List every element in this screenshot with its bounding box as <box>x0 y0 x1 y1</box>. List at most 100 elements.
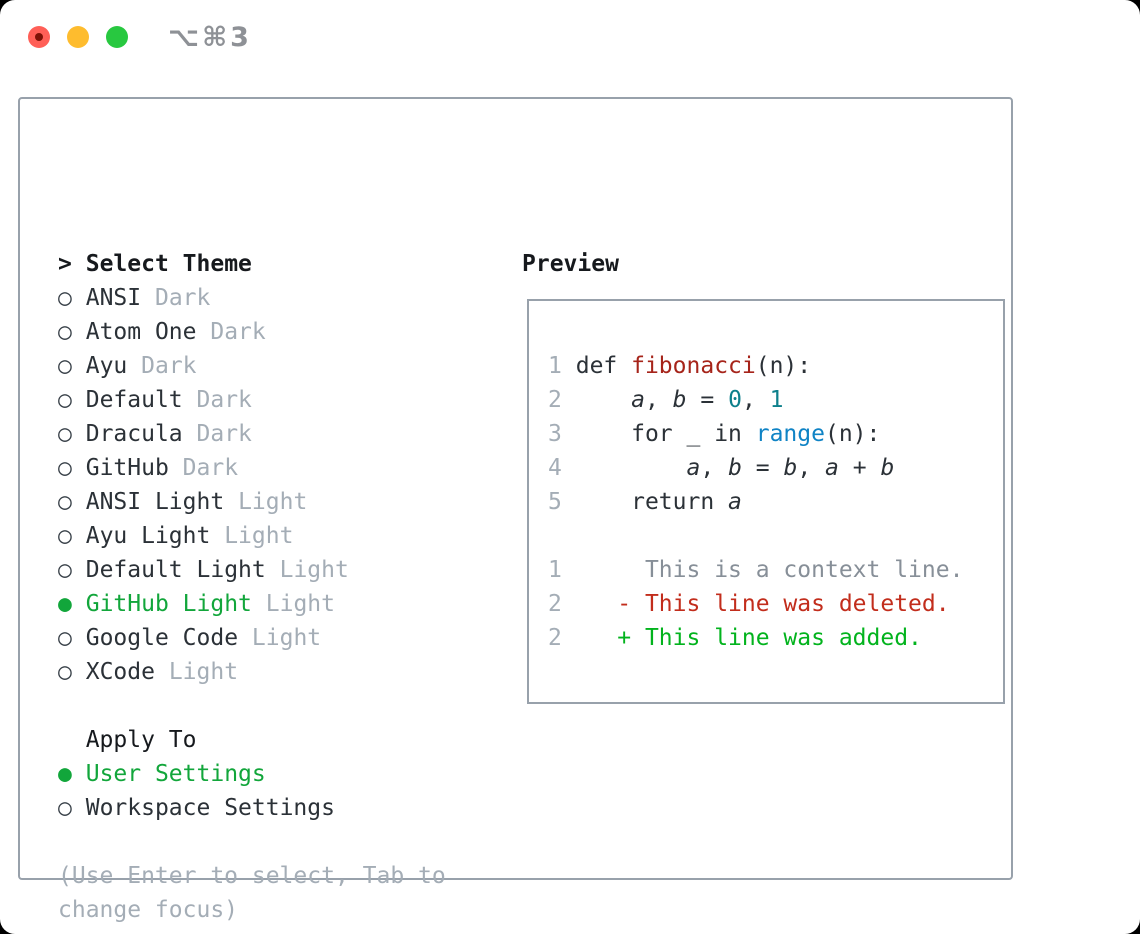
theme-item-label: Ayu <box>85 353 128 379</box>
theme-variant-tag: Light <box>265 591 335 617</box>
diff-added-line: 2 + This line was added. <box>548 621 1003 655</box>
theme-variant-tag: Light <box>251 625 322 651</box>
titlebar: ⌥⌘3 <box>28 22 252 53</box>
theme-picker-panel: > Select Theme ○ ANSI Dark○ Atom One Dar… <box>18 97 1013 923</box>
code-segment-plain <box>576 455 687 481</box>
theme-item-ansi-light[interactable]: ○ ANSI Light Light <box>58 485 446 519</box>
code-segment-function: fibonacci <box>631 353 756 379</box>
radio-unselected-icon: ○ <box>58 455 72 481</box>
radio-unselected-icon: ○ <box>58 489 72 515</box>
close-button-icon[interactable] <box>28 26 50 48</box>
theme-list: ○ ANSI Dark○ Atom One Dark○ Ayu Dark○ De… <box>58 281 446 689</box>
radio-unselected-icon: ○ <box>58 353 72 379</box>
line-number: 2 <box>548 625 562 651</box>
theme-variant-tag: Light <box>168 659 239 685</box>
theme-item-ayu-light[interactable]: ○ Ayu Light Light <box>58 519 446 553</box>
theme-variant-tag: Light <box>279 557 349 583</box>
theme-item-label: Dracula <box>85 421 183 447</box>
theme-variant-tag: Dark <box>210 319 266 345</box>
theme-item-label: Default Light <box>85 557 266 583</box>
line-number: 2 <box>548 591 562 617</box>
section-gap <box>58 825 446 859</box>
theme-variant-tag: Dark <box>196 421 252 447</box>
select-theme-header: > Select Theme <box>58 247 446 281</box>
theme-item-label: ANSI Light <box>85 489 225 515</box>
theme-variant-tag: Light <box>238 489 308 515</box>
code-segment-builtin: range <box>755 421 825 447</box>
theme-item-default-light[interactable]: ○ Default Light Light <box>58 553 446 587</box>
radio-unselected-icon: ○ <box>58 387 72 413</box>
code-segment-plain: , <box>700 455 729 481</box>
line-number: 1 <box>548 353 562 379</box>
apply-to-option-user-settings[interactable]: ● User Settings <box>58 757 446 791</box>
apply-to-header-label: Apply To <box>85 727 197 753</box>
theme-item-label: GitHub <box>85 455 169 481</box>
code-segment-plain <box>576 591 618 617</box>
zoom-button-icon[interactable] <box>106 26 128 48</box>
theme-variant-tag: Dark <box>141 353 197 379</box>
code-segment-variable: a <box>686 455 701 481</box>
hint-line-1: (Use Enter to select, Tab to <box>58 863 446 889</box>
code-segment-plain: for _ in <box>575 421 756 447</box>
theme-item-ansi[interactable]: ○ ANSI Dark <box>58 281 446 315</box>
code-segment-plain: = <box>686 387 729 413</box>
preview-header: Preview <box>522 251 619 277</box>
code-segment-plain: (n): <box>755 353 812 379</box>
theme-item-github[interactable]: ○ GitHub Dark <box>58 451 446 485</box>
prompt-chevron-icon: > <box>58 251 72 277</box>
code-segment-variable: b <box>728 455 742 481</box>
radio-unselected-icon: ○ <box>58 523 72 549</box>
apply-to-option-label: User Settings <box>85 761 266 787</box>
blank-line <box>548 519 1003 553</box>
theme-item-default[interactable]: ○ Default Dark <box>58 383 446 417</box>
theme-item-label: GitHub Light <box>85 591 252 617</box>
code-segment-plain: return <box>575 489 729 515</box>
code-segment-plain: def <box>575 353 632 379</box>
code-line: 1 def fibonacci(n): <box>548 349 1003 383</box>
code-segment-plain: , <box>797 455 826 481</box>
radio-unselected-icon: ○ <box>58 557 72 583</box>
code-line: 5 return a <box>548 485 1003 519</box>
radio-unselected-icon: ○ <box>58 795 72 821</box>
code-segment-variable: a <box>825 455 839 481</box>
line-number: 1 <box>548 557 562 583</box>
line-number: 4 <box>548 455 562 481</box>
theme-picker-left-column: > Select Theme ○ ANSI Dark○ Atom One Dar… <box>58 247 446 927</box>
code-segment-context: This is a context line. <box>575 557 964 583</box>
theme-item-github-light[interactable]: ● GitHub Light Light <box>58 587 446 621</box>
apply-to-header: Apply To <box>58 723 446 757</box>
line-number: 2 <box>548 387 562 413</box>
apply-to-option-label: Workspace Settings <box>85 795 335 821</box>
code-segment-plain: , <box>644 387 673 413</box>
minimize-button-icon[interactable] <box>67 26 89 48</box>
code-segment-number: 0 <box>728 387 742 413</box>
code-segment-plain <box>576 625 618 651</box>
radio-unselected-icon: ○ <box>58 421 72 447</box>
code-segment-plain: , <box>741 387 770 413</box>
theme-variant-tag: Dark <box>196 387 252 413</box>
window-title: ⌥⌘3 <box>168 21 252 53</box>
radio-unselected-icon: ○ <box>58 625 72 651</box>
code-segment-number: 1 <box>769 387 784 413</box>
radio-selected-icon: ● <box>58 761 72 787</box>
code-segment-plain: = <box>741 455 784 481</box>
diff-deleted-line: 2 - This line was deleted. <box>548 587 1003 621</box>
hint-line-2: change focus) <box>58 897 239 923</box>
apply-to-option-workspace-settings[interactable]: ○ Workspace Settings <box>58 791 446 825</box>
line-number: 3 <box>548 421 562 447</box>
theme-item-ayu[interactable]: ○ Ayu Dark <box>58 349 446 383</box>
code-segment-deleted: - This line was deleted. <box>617 591 950 617</box>
code-segment-variable: b <box>880 455 895 481</box>
theme-item-atom-one[interactable]: ○ Atom One Dark <box>58 315 446 349</box>
code-segment-plain <box>576 387 631 413</box>
theme-item-dracula[interactable]: ○ Dracula Dark <box>58 417 446 451</box>
code-segment-plain: + <box>838 455 881 481</box>
theme-variant-tag: Light <box>224 523 294 549</box>
theme-item-google-code[interactable]: ○ Google Code Light <box>58 621 446 655</box>
radio-unselected-icon: ○ <box>58 319 72 345</box>
code-segment-plain: (n): <box>824 421 881 447</box>
theme-item-xcode[interactable]: ○ XCode Light <box>58 655 446 689</box>
